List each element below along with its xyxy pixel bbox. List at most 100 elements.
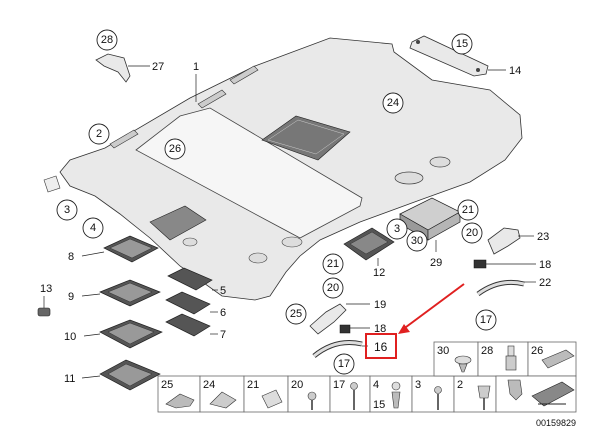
label-18-lower: 18 bbox=[374, 323, 386, 335]
label-7: 7 bbox=[220, 329, 226, 341]
label-27: 27 bbox=[152, 61, 164, 73]
legend-label-25: 25 bbox=[161, 379, 173, 391]
callout-25: 25 bbox=[290, 308, 302, 320]
label-8: 8 bbox=[68, 251, 74, 263]
callout-26: 26 bbox=[169, 143, 181, 155]
callout-2: 2 bbox=[96, 128, 102, 140]
legend-icon-25 bbox=[165, 393, 195, 409]
label-6: 6 bbox=[220, 307, 226, 319]
callout-circle-25 bbox=[285, 303, 307, 325]
label-5: 5 bbox=[220, 285, 226, 297]
catalog-number: 00159829 bbox=[536, 418, 576, 428]
legend-icon-30 bbox=[454, 355, 472, 373]
callout-circle-21-lower bbox=[322, 253, 344, 275]
legend-icon-17 bbox=[350, 382, 358, 410]
label-19: 19 bbox=[374, 299, 386, 311]
callout-circle-26 bbox=[164, 138, 186, 160]
callout-3-center: 3 bbox=[394, 223, 400, 235]
callout-24: 24 bbox=[387, 97, 399, 109]
legend-icon-24 bbox=[209, 391, 237, 409]
callout-circle-3-left bbox=[56, 199, 78, 221]
callout-circle-20-lower bbox=[322, 277, 344, 299]
callout-circle-24 bbox=[382, 92, 404, 114]
legend-icon-clip-bottom bbox=[507, 379, 523, 401]
legend-icon-2 bbox=[477, 385, 491, 410]
callout-4-left: 4 bbox=[90, 222, 96, 234]
rear-trim-14 bbox=[409, 35, 489, 77]
callout-circle-20-right bbox=[461, 222, 483, 244]
highlight-box-16 bbox=[365, 333, 397, 359]
legend-label-3: 3 bbox=[415, 379, 421, 391]
light-unit-11 bbox=[99, 359, 161, 391]
legend-label-17: 17 bbox=[333, 379, 345, 391]
label-29: 29 bbox=[430, 257, 442, 269]
callout-3-left: 3 bbox=[64, 204, 70, 216]
grab-handle-22 bbox=[476, 279, 525, 297]
callout-17-right: 17 bbox=[480, 314, 492, 326]
callout-20-lower: 20 bbox=[327, 282, 339, 294]
callout-circle-30 bbox=[406, 230, 428, 252]
callout-20-right: 20 bbox=[466, 227, 478, 239]
legend-icon-26 bbox=[541, 349, 575, 369]
bulb-13 bbox=[37, 307, 51, 317]
label-12: 12 bbox=[373, 267, 385, 279]
light-unit-8 bbox=[103, 235, 159, 263]
light-7 bbox=[165, 313, 211, 337]
legend-label-4: 4 bbox=[373, 379, 379, 391]
legend-label-20: 20 bbox=[291, 379, 303, 391]
module-12 bbox=[343, 227, 395, 261]
callout-circle-4-left bbox=[82, 217, 104, 239]
headliner bbox=[43, 37, 523, 301]
label-14: 14 bbox=[509, 65, 521, 77]
light-unit-10 bbox=[99, 319, 163, 349]
legend-icon-20 bbox=[307, 391, 317, 410]
callout-circle-17-right bbox=[475, 309, 497, 331]
light-unit-9 bbox=[99, 279, 161, 307]
callout-circle-17-lower bbox=[333, 353, 355, 375]
callout-28: 28 bbox=[101, 34, 113, 46]
callout-15: 15 bbox=[456, 38, 468, 50]
legend-label-24: 24 bbox=[203, 379, 215, 391]
legend-strip-top bbox=[433, 341, 577, 413]
callout-circle-2 bbox=[88, 123, 110, 145]
clip-18-right bbox=[473, 259, 487, 269]
legend-label-21: 21 bbox=[247, 379, 259, 391]
callout-circle-3-center bbox=[386, 218, 408, 240]
label-23: 23 bbox=[537, 231, 549, 243]
callout-17-lower: 17 bbox=[338, 358, 350, 370]
legend-icon-shim bbox=[531, 381, 575, 407]
legend-icon-4-15 bbox=[391, 381, 401, 409]
legend-strip-bottom bbox=[157, 375, 497, 413]
bracket-19 bbox=[309, 303, 347, 335]
legend-label-2: 2 bbox=[457, 379, 463, 391]
highlight-arrow-line bbox=[401, 283, 465, 331]
label-22: 22 bbox=[539, 277, 551, 289]
legend-label-26: 26 bbox=[531, 345, 543, 357]
label-11: 11 bbox=[64, 373, 75, 385]
legend-label-28: 28 bbox=[481, 345, 493, 357]
label-18-right: 18 bbox=[539, 259, 551, 271]
legend-icon-21 bbox=[261, 389, 283, 409]
legend-icon-3 bbox=[434, 386, 442, 410]
callout-30: 30 bbox=[411, 235, 423, 247]
legend-label-15: 15 bbox=[373, 399, 385, 411]
label-13: 13 bbox=[40, 283, 52, 295]
handle-bracket-27 bbox=[95, 53, 131, 83]
grab-handle-16 bbox=[312, 340, 363, 358]
light-6 bbox=[165, 291, 211, 315]
label-1: 1 bbox=[193, 61, 199, 73]
bracket-23 bbox=[487, 227, 521, 255]
clip-18-lower bbox=[339, 324, 351, 334]
label-10: 10 bbox=[64, 331, 76, 343]
callout-21-right: 21 bbox=[462, 204, 474, 216]
callout-circle-28 bbox=[96, 29, 118, 51]
legend-label-30: 30 bbox=[437, 345, 449, 357]
label-9: 9 bbox=[68, 291, 74, 303]
highlight-arrow-head bbox=[398, 324, 410, 334]
callout-circle-21-right bbox=[457, 199, 479, 221]
legend-icon-28 bbox=[505, 345, 517, 371]
light-5 bbox=[167, 267, 213, 291]
callout-21-lower: 21 bbox=[327, 258, 339, 270]
label-16: 16 bbox=[374, 340, 388, 354]
